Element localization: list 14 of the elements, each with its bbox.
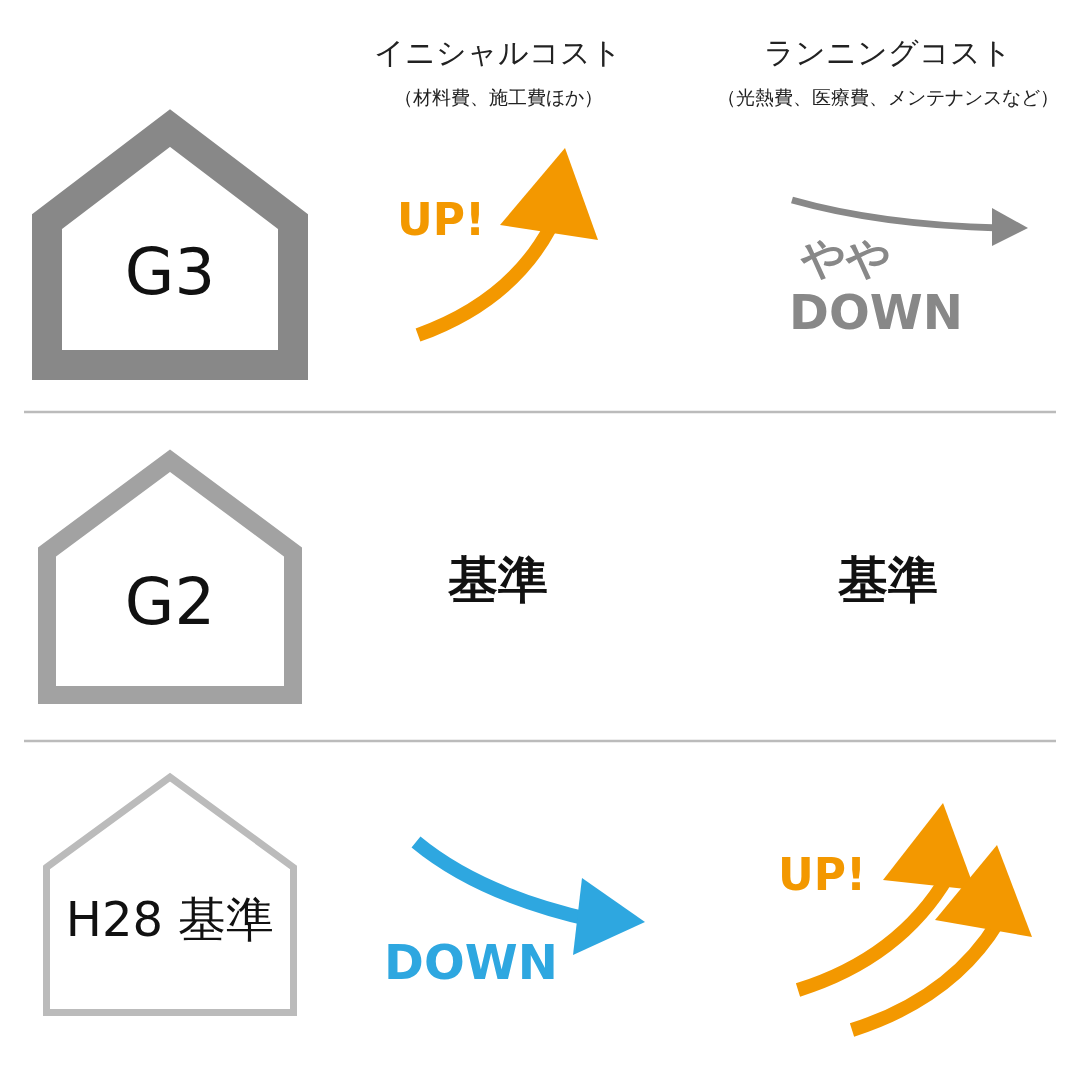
baseline-label: 基準 <box>448 552 548 608</box>
trend-label: やや <box>801 233 891 283</box>
trend-label: DOWN <box>384 935 558 989</box>
baseline-label: 基準 <box>838 552 938 608</box>
trend-label: UP! <box>778 850 866 900</box>
column-subheading: （光熱費、医療費、メンテナンスなど） <box>717 86 1059 108</box>
house-label: G2 <box>123 564 217 642</box>
column-subheading: （材料費、施工費ほか） <box>393 86 603 108</box>
column-heading: イニシャルコスト <box>374 35 622 69</box>
house-label: H28 基準 <box>64 889 276 949</box>
column-heading: ランニングコスト <box>764 35 1012 69</box>
house-label: G3 <box>123 233 217 311</box>
trend-label: UP! <box>397 195 485 245</box>
trend-label: DOWN <box>789 285 963 339</box>
